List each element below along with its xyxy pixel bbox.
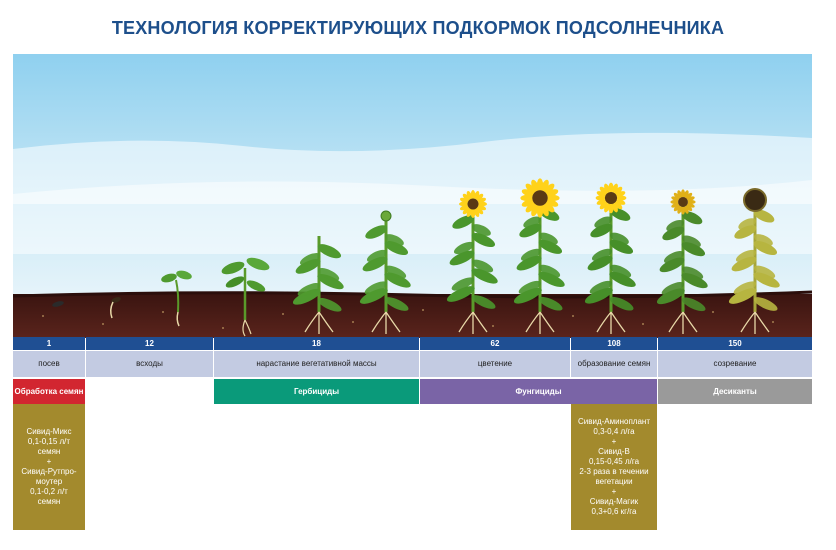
seed-treatment-bar: Обработка семян	[13, 379, 85, 404]
seed	[52, 301, 64, 307]
stage-label-3: нарастание вегетативной массы	[214, 351, 419, 377]
soil	[13, 294, 812, 338]
stage-day-1: 1	[13, 337, 85, 350]
product-line: +	[46, 457, 52, 466]
product-line: Сивид-Микс	[26, 427, 72, 436]
stage-label-5: образование семян	[571, 351, 657, 377]
product-line: 0,3-0,4 л/га	[593, 427, 635, 436]
plant-3	[446, 190, 498, 334]
stage-label-6: созревание	[658, 351, 812, 377]
stage-day-4: 62	[420, 337, 570, 350]
plant-1	[292, 236, 344, 334]
product-line: 0,15-0,45 л/га	[588, 457, 640, 466]
growth-illustration	[13, 54, 812, 338]
stage-day-2: 12	[86, 337, 213, 350]
product-line: 0,1-0,15 л/т	[27, 437, 71, 446]
product-line: моутер	[35, 477, 63, 486]
product-line: +	[611, 437, 617, 446]
stage-label-4: цветение	[420, 351, 570, 377]
plant-6	[656, 189, 708, 334]
plant-2	[359, 210, 411, 334]
page-title: ТЕХНОЛОГИЯ КОРРЕКТИРУЮЩИХ ПОДКОРМОК ПОДС…	[111, 18, 725, 38]
product-line: семян	[37, 447, 61, 456]
plant-4	[513, 178, 565, 334]
stage-day-3: 18	[214, 337, 419, 350]
sprouting-seed	[109, 297, 121, 319]
product-line: Сивид-Аминоплант	[578, 417, 650, 426]
desiccants-bar: Десиканты	[658, 379, 812, 404]
sunflower-plants	[292, 178, 780, 334]
product-line: вегетации	[595, 477, 633, 486]
stage-label-2: всходы	[86, 351, 213, 377]
herbicides-label: Гербициды	[293, 386, 340, 396]
desiccants-label: Десиканты	[713, 386, 757, 396]
plant-5	[584, 182, 636, 334]
herbicides-bar: Гербициды	[214, 379, 419, 404]
product-line: 0,1-0,2 л/т	[30, 487, 68, 496]
stage-day-5: 108	[571, 337, 657, 350]
fungicides-bar: Фунгициды	[420, 379, 657, 404]
product-line: Сивид-В	[598, 447, 630, 456]
product-line: 0,3+0,6 кг/га	[591, 507, 637, 516]
seedling	[161, 270, 192, 327]
product-line: Сивид-Магик	[589, 497, 639, 506]
stage-label-1: посев	[13, 351, 85, 377]
soil-specks	[42, 309, 774, 329]
plant-7	[728, 188, 780, 334]
product-line: 2-3 раза в течении	[579, 467, 649, 476]
young-plant	[221, 257, 270, 337]
product-line: семян	[37, 497, 61, 506]
product-line: Сивид-Рутпро-	[21, 467, 77, 476]
seed-treatment-label: Обработка семян	[14, 386, 84, 396]
stage-day-6: 150	[658, 337, 812, 350]
product-line: +	[611, 487, 617, 496]
fungicides-label: Фунгициды	[515, 386, 562, 396]
